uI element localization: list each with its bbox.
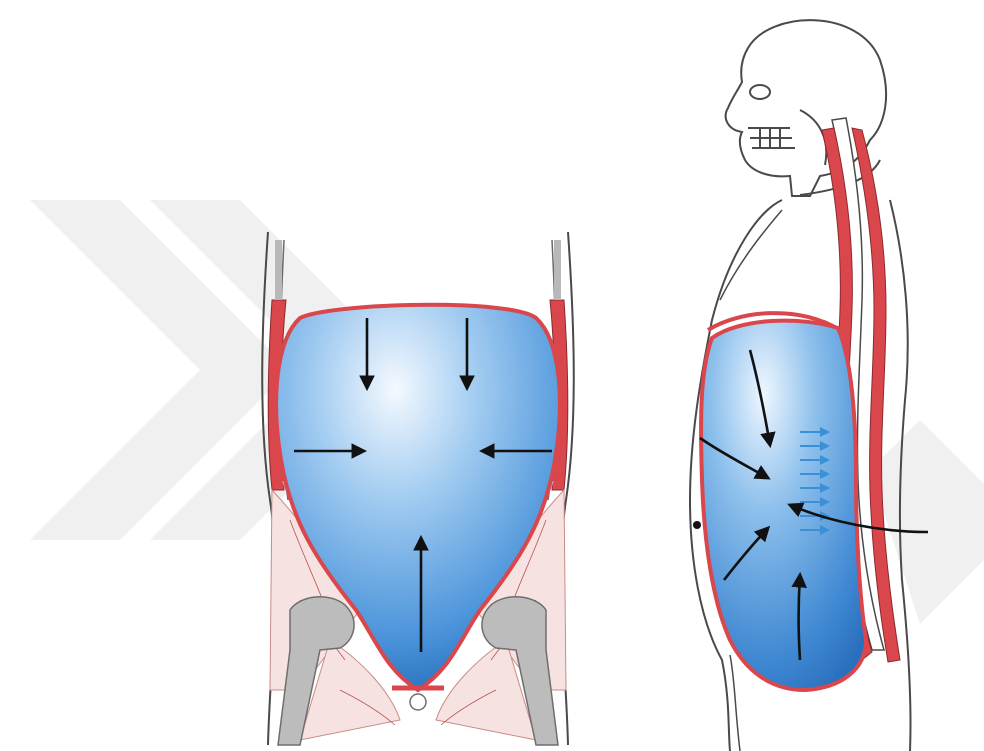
lateral-view: [690, 20, 928, 751]
abdominal-cavity-lateral: [701, 321, 866, 690]
navel-marker: [693, 521, 701, 529]
perineal-opening: [410, 694, 426, 710]
